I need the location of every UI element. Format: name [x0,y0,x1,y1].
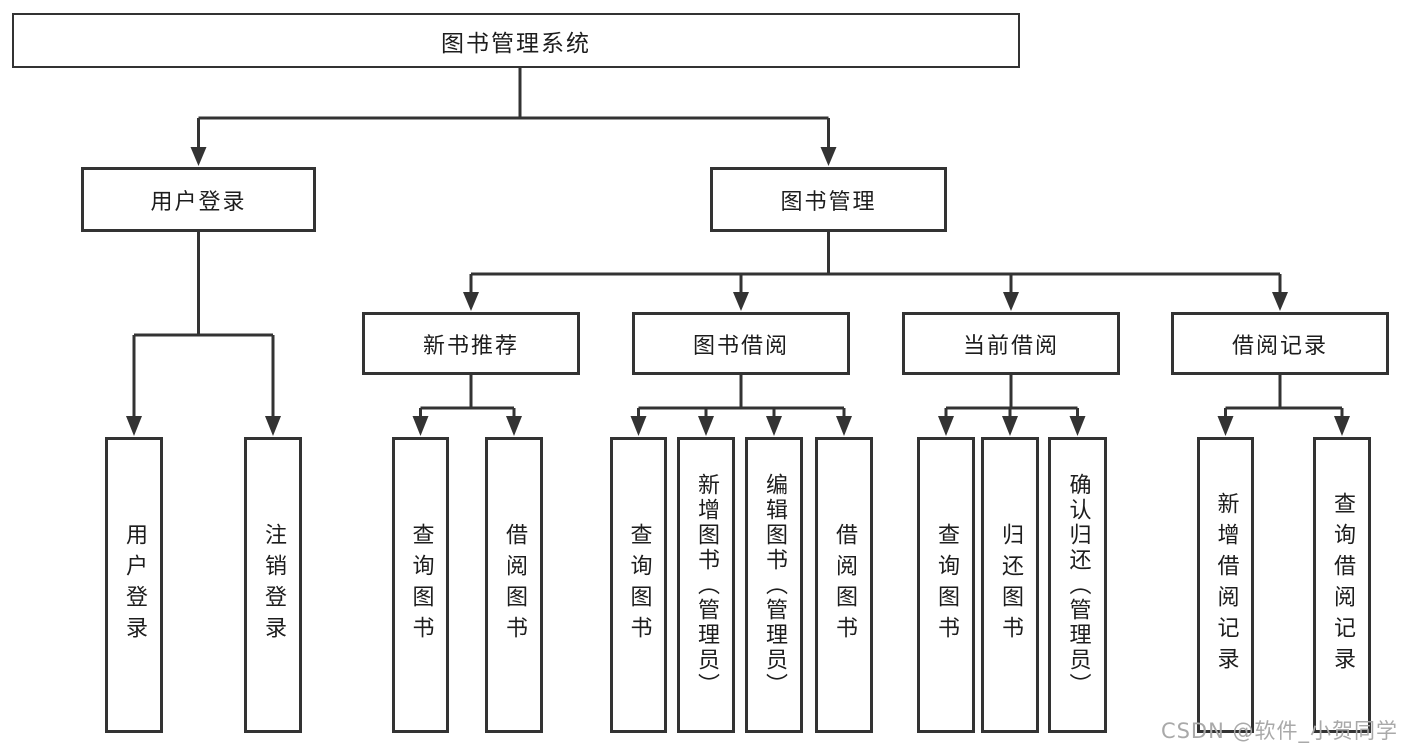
leaf-confirm-return-admin: 确认归还（管理员） [1048,437,1107,733]
node-user-login: 用户登录 [81,167,316,232]
leaf-confirm-return-admin-label: 确认归还（管理员） [1065,472,1091,698]
node-root: 图书管理系统 [12,13,1020,68]
node-borrow-records: 借阅记录 [1171,312,1389,375]
leaf-add-borrow-record: 新增借阅记录 [1197,437,1254,733]
node-current-borrow-label: 当前借阅 [962,333,1059,359]
leaf-add-borrow-record-label: 新增借阅记录 [1213,492,1239,678]
leaf-query-borrow-record-label: 查询借阅记录 [1330,492,1355,678]
leaf-add-books-admin-label: 新增图书（管理员） [694,472,719,698]
leaf-logout-login: 注销登录 [244,437,302,733]
leaf-user-login: 用户登录 [105,437,163,733]
leaf-query-books-recommend-label: 查询图书 [408,523,434,647]
leaf-borrow-books-recommend: 借阅图书 [485,437,543,733]
node-borrow-records-label: 借阅记录 [1231,333,1328,359]
leaf-query-books-current-label: 查询图书 [934,523,959,647]
leaf-borrow-books-recommend-label: 借阅图书 [502,523,527,647]
node-new-book-recommend: 新书推荐 [362,312,580,375]
leaf-query-books-borrow-label: 查询图书 [626,523,652,647]
leaf-edit-books-admin-label: 编辑图书（管理员） [762,472,787,698]
leaf-add-books-admin: 新增图书（管理员） [677,437,735,733]
node-root-label: 图书管理系统 [441,30,591,57]
watermark: CSDN @软件_小贺同学 [1160,719,1398,743]
node-current-borrow: 当前借阅 [902,312,1120,375]
node-new-book-recommend-label: 新书推荐 [422,333,519,359]
leaf-query-books-borrow: 查询图书 [610,437,667,733]
leaf-borrow-books: 借阅图书 [815,437,873,733]
node-book-management-label: 图书管理 [780,189,877,215]
leaf-user-login-label: 用户登录 [122,523,147,647]
leaf-return-books: 归还图书 [981,437,1039,733]
leaf-query-books-recommend: 查询图书 [392,437,449,733]
leaf-borrow-books-label: 借阅图书 [832,523,857,647]
node-user-login-label: 用户登录 [150,189,247,215]
leaf-return-books-label: 归还图书 [998,523,1023,647]
leaf-logout-login-label: 注销登录 [261,523,286,647]
leaf-query-borrow-record: 查询借阅记录 [1313,437,1371,733]
node-book-borrow: 图书借阅 [632,312,850,375]
leaf-edit-books-admin: 编辑图书（管理员） [745,437,803,733]
connector-arrowheads [126,147,1350,436]
node-book-borrow-label: 图书借阅 [692,333,789,359]
node-book-management: 图书管理 [710,167,947,232]
leaf-query-books-current: 查询图书 [917,437,975,733]
